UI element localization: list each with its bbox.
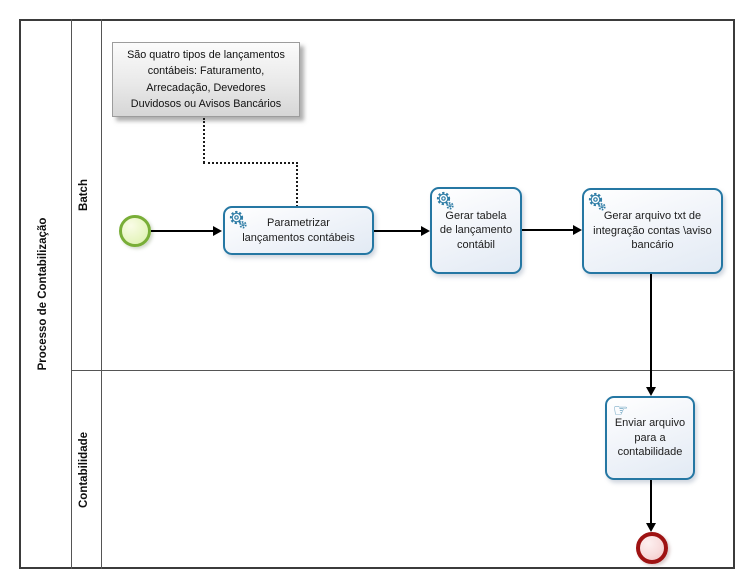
sequence-flow-arrowhead	[573, 225, 582, 235]
sequence-flow-arrowhead	[213, 226, 222, 236]
start-event[interactable]	[119, 215, 151, 247]
lane-label-contabilidade[interactable]: Contabilidade	[78, 431, 90, 509]
task-label: Parametrizar lançamentos contábeis	[242, 216, 355, 244]
task-gerar-tabela[interactable]: Gerar tabela de lançamento contábil	[430, 187, 522, 274]
pool-title-divider	[71, 19, 72, 569]
task-enviar-arquivo[interactable]: ☞ Enviar arquivo para a contabilidade	[605, 396, 695, 480]
task-gerar-arquivo-txt[interactable]: Gerar arquivo txt de integração contas \…	[582, 188, 723, 274]
lane-divider-batch-contabilidade	[71, 370, 735, 371]
sequence-flow-line	[650, 480, 652, 524]
text-annotation[interactable]: São quatro tipos de lançamentos contábei…	[112, 42, 300, 117]
association-segment	[203, 162, 298, 164]
lane-label-batch[interactable]: Batch	[78, 179, 90, 211]
sequence-flow-line	[522, 229, 574, 231]
sequence-flow-line	[151, 230, 215, 232]
service-gears-icon	[435, 191, 455, 211]
sequence-flow-line	[374, 230, 422, 232]
association-segment	[203, 118, 205, 163]
sequence-flow-arrowhead	[421, 226, 430, 236]
hand-glyph: ☞	[613, 401, 629, 420]
service-gears-icon	[587, 192, 607, 212]
pool-title[interactable]: Processo de Contabilização	[37, 217, 49, 371]
end-event[interactable]	[636, 532, 668, 564]
sequence-flow-arrowhead	[646, 387, 656, 396]
annotation-text: São quatro tipos de lançamentos contábei…	[127, 49, 285, 110]
lane-label-divider	[101, 19, 102, 569]
pool-processo-contabilizacao	[19, 19, 735, 569]
task-label: Gerar tabela de lançamento contábil	[439, 209, 513, 251]
task-label: Enviar arquivo para a contabilidade	[614, 417, 686, 459]
association-segment	[296, 162, 298, 207]
task-label: Gerar arquivo txt de integração contas \…	[593, 210, 712, 252]
task-parametrizar-lancamentos[interactable]: Parametrizar lançamentos contábeis	[223, 206, 374, 255]
sequence-flow-line	[650, 274, 652, 388]
service-gears-icon	[228, 210, 248, 230]
manual-hand-icon: ☞	[613, 402, 633, 422]
sequence-flow-arrowhead	[646, 523, 656, 532]
